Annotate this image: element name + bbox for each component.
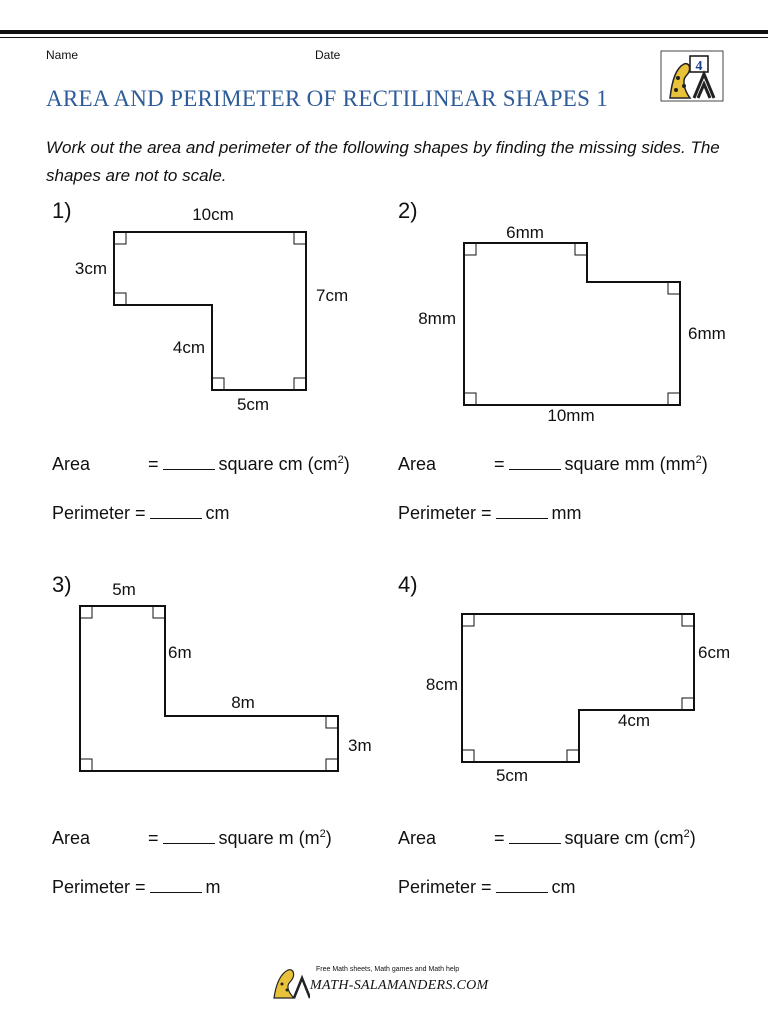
area-unit-exponent: 2 (319, 828, 326, 840)
equals-sign: = (148, 454, 159, 474)
footer-logo[interactable]: Free Math sheets, Math games and Math he… (270, 962, 500, 1002)
question-number-4: 4) (398, 572, 418, 597)
footer-tagline: Free Math sheets, Math games and Math he… (316, 966, 460, 973)
area-unit-close: ) (689, 828, 696, 848)
area-unit: square mm (mm (564, 454, 696, 474)
area-unit: square cm (cm (564, 828, 684, 848)
perimeter-label: Perimeter = (52, 503, 146, 523)
area-unit-exponent: 2 (337, 454, 344, 466)
area-unit-close: ) (343, 454, 350, 474)
area-blank-3[interactable] (162, 829, 215, 844)
question-number-3: 3) (52, 572, 72, 597)
equals-sign: = (494, 454, 505, 474)
shape-1-top-label: 10cm (192, 205, 234, 224)
answer-area-1: Area = square cm (cm2) (52, 454, 350, 475)
perimeter-unit: cm (551, 877, 576, 897)
shape-2-right-label: 6mm (688, 324, 726, 343)
right-angle-markers (80, 232, 694, 771)
equals-sign: = (494, 828, 505, 848)
question-number-1: 1) (52, 198, 72, 223)
area-blank-2[interactable] (508, 455, 561, 470)
shape-1-outline (113, 231, 307, 391)
area-label: Area (52, 828, 91, 848)
shape-2-top-label: 6mm (506, 223, 544, 242)
grade-badge: 4 (696, 59, 703, 74)
perimeter-unit: m (205, 877, 221, 897)
area-blank-1[interactable] (162, 455, 215, 470)
instructions: Work out the area and perimeter of the f… (46, 138, 720, 185)
answer-area-4: Area = square cm (cm2) (398, 828, 696, 849)
perimeter-label: Perimeter = (398, 877, 492, 897)
area-unit-exponent: 2 (683, 828, 690, 840)
shape-4-outline (461, 613, 695, 763)
shape-4-bottom-label: 5cm (496, 766, 528, 785)
perimeter-blank-3[interactable] (149, 878, 202, 893)
area-unit: square cm (cm (218, 454, 338, 474)
shape-2-outline (463, 242, 681, 406)
answer-perimeter-1: Perimeter = cm (52, 503, 230, 524)
footer-site[interactable]: MATH-SALAMANDERS.COM (310, 978, 489, 993)
answer-perimeter-4: Perimeter = cm (398, 877, 576, 898)
top-rule-thick (0, 30, 768, 34)
shape-3-right-label: 3m (348, 736, 372, 755)
area-unit-close: ) (701, 454, 708, 474)
date-label: Date (315, 48, 341, 62)
shape-3-inner-horizontal-label: 8m (231, 693, 255, 712)
answer-perimeter-2: Perimeter = mm (398, 503, 582, 524)
area-label: Area (398, 454, 437, 474)
perimeter-label: Perimeter = (52, 877, 146, 897)
shape-3-top-label: 5m (112, 580, 136, 599)
shape-1-bottom-label: 5cm (237, 395, 269, 414)
question-number-2: 2) (398, 198, 418, 223)
perimeter-blank-4[interactable] (495, 878, 548, 893)
name-label: Name (46, 48, 79, 62)
shape-4-left-label: 8cm (426, 675, 458, 694)
answer-area-2: Area = square mm (mm2) (398, 454, 708, 475)
shape-2-left-label: 8mm (418, 309, 456, 328)
area-unit: square m (m (218, 828, 320, 848)
salamander-logo: 4 (660, 50, 724, 102)
top-rule-thin (0, 37, 768, 38)
shape-3-inner-vertical-label: 6m (168, 643, 192, 662)
perimeter-unit: mm (551, 503, 582, 523)
area-label: Area (52, 454, 91, 474)
shape-1-left-label: 3cm (75, 259, 107, 278)
perimeter-blank-2[interactable] (495, 504, 548, 519)
perimeter-blank-1[interactable] (149, 504, 202, 519)
area-unit-close: ) (325, 828, 332, 848)
shape-4-inner-label: 4cm (618, 711, 650, 730)
equals-sign: = (148, 828, 159, 848)
page-title: AREA AND PERIMETER OF RECTILINEAR SHAPES… (46, 86, 609, 111)
salamander-icon (273, 969, 310, 999)
shape-3-outline (79, 605, 339, 772)
area-blank-4[interactable] (508, 829, 561, 844)
shape-2-bottom-label: 10mm (547, 406, 594, 425)
shape-1-inner-label: 4cm (173, 338, 205, 357)
area-unit-exponent: 2 (695, 454, 702, 466)
shape-1-right-label: 7cm (316, 286, 348, 305)
area-label: Area (398, 828, 437, 848)
shape-4-right-label: 6cm (698, 643, 730, 662)
perimeter-label: Perimeter = (398, 503, 492, 523)
perimeter-unit: cm (205, 503, 230, 523)
answer-perimeter-3: Perimeter = m (52, 877, 221, 898)
answer-area-3: Area = square m (m2) (52, 828, 332, 849)
